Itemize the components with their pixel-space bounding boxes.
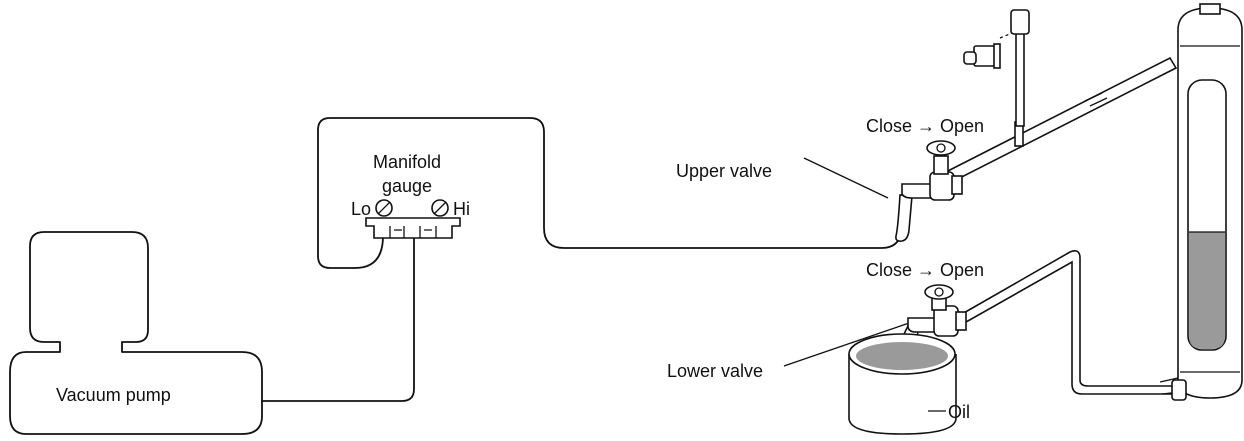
branch-fitting <box>1010 9 1030 35</box>
vacuum-pump: Vacuum pump <box>9 231 263 435</box>
manifold-hose-loop <box>317 117 906 269</box>
oil-container: Oil <box>848 333 970 435</box>
collected-oil <box>856 342 948 370</box>
upper-valve-label: Upper valve <box>676 161 772 181</box>
upper-valve-leader <box>803 157 889 199</box>
lower-valve <box>895 284 967 373</box>
manifold-body <box>365 217 461 239</box>
vacuum-pump-label: Vacuum pump <box>56 385 171 405</box>
close-open-lower-label: Close → Open <box>866 260 984 280</box>
lower-valve-leader <box>783 321 913 367</box>
manifold-label-line2: gauge <box>382 176 432 196</box>
manifold-label-line1: Manifold <box>373 152 441 172</box>
pump-hose <box>261 235 415 402</box>
lower-pipe <box>953 250 1179 395</box>
oil-label: Oil <box>948 402 970 422</box>
lo-label: Lo <box>351 199 371 219</box>
hi-knob <box>431 199 449 217</box>
tank-oil-level <box>1189 232 1225 349</box>
lo-knob <box>375 199 393 217</box>
manifold-gauge: Manifold gauge Lo Hi <box>351 152 470 239</box>
receiver-tank <box>1177 3 1243 399</box>
lower-valve-label: Lower valve <box>667 361 763 381</box>
hi-label: Hi <box>453 199 470 219</box>
service-port <box>963 43 1001 69</box>
close-open-upper-label: Close → Open <box>866 116 984 136</box>
upper-valve <box>895 140 963 242</box>
